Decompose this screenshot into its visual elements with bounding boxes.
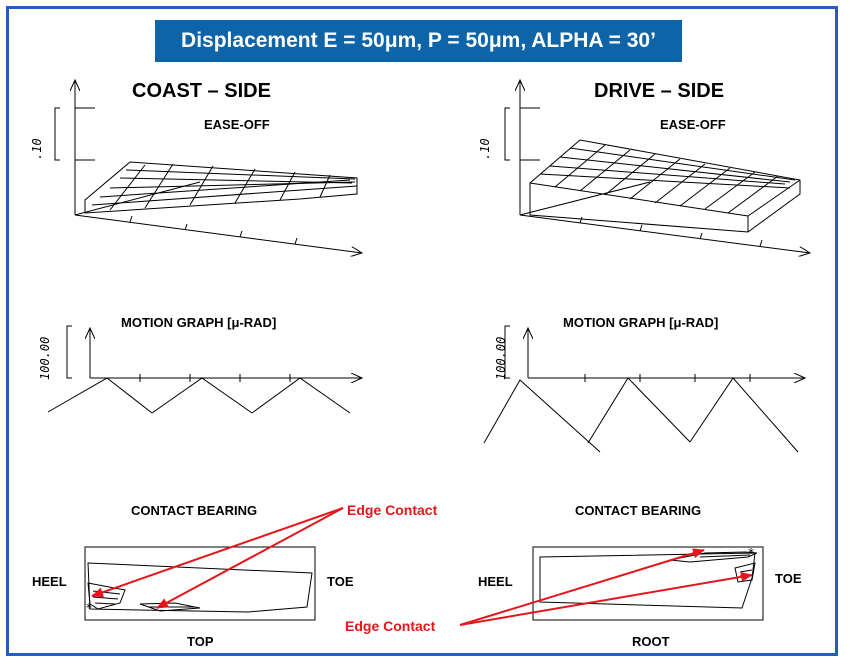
coast-motion-curve: [47, 377, 351, 414]
drive-motion-curve: [483, 377, 799, 453]
drive-toe-label: TOE: [775, 571, 802, 586]
edge-contact-annotation-bottom: Edge Contact: [345, 618, 436, 634]
drive-contact-bearing: *: [532, 546, 764, 621]
coast-toe-label: TOE: [327, 574, 354, 589]
coast-ease-off-label: EASE-OFF: [204, 117, 270, 132]
coast-side-heading: COAST – SIDE: [132, 80, 271, 102]
coast-bottom-label: TOP: [187, 634, 214, 649]
drive-motion-graph: [483, 325, 805, 453]
coast-motion-graph: [47, 325, 362, 414]
outer-frame: [6, 6, 838, 656]
page-title: Displacement E = 50μm, P = 50μm, ALPHA =…: [155, 20, 682, 62]
drive-ease-off-plot: [504, 80, 810, 253]
svg-text:*: *: [86, 601, 92, 615]
coast-motion-label: MOTION GRAPH [μ-RAD]: [121, 315, 277, 330]
coast-ease-off-plot: [54, 80, 362, 253]
coast-heel-label: HEEL: [32, 574, 67, 589]
drive-side-heading: DRIVE – SIDE: [594, 80, 725, 102]
drive-ease-off-grid: [529, 144, 801, 232]
drive-bottom-label: ROOT: [632, 634, 670, 649]
drive-motion-label: MOTION GRAPH [μ-RAD]: [563, 315, 719, 330]
svg-text:*: *: [748, 546, 754, 560]
coast-contact-label: CONTACT BEARING: [131, 503, 258, 518]
drive-ease-off-label: EASE-OFF: [660, 117, 726, 132]
drive-contact-label: CONTACT BEARING: [575, 503, 702, 518]
edge-contact-arrows: [91, 507, 753, 626]
coast-ease-off-grid: [91, 163, 358, 211]
drive-heel-label: HEEL: [478, 574, 513, 589]
edge-contact-annotation-top: Edge Contact: [347, 502, 438, 518]
